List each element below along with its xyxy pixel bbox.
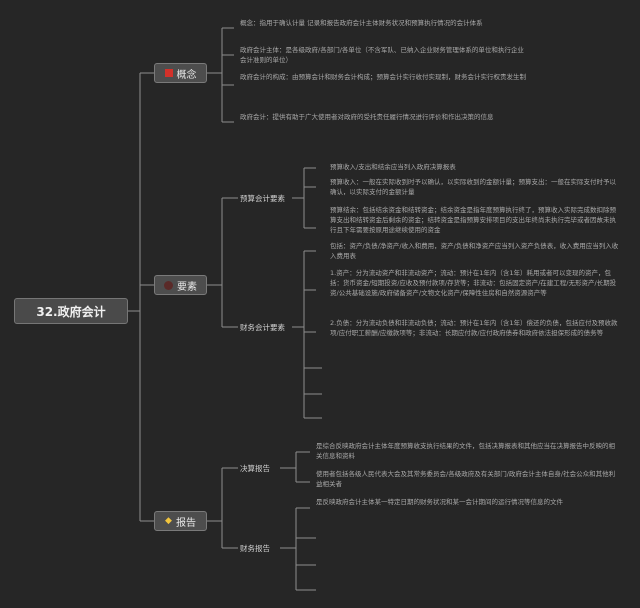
leaf-node[interactable]: 政府会计：提供有助于广大使用者对政府的受托责任履行情况进行评价和作出决策的信息 [240, 113, 494, 121]
connector [280, 451, 310, 483]
leaf-node[interactable]: 1.资产：分为流动资产和非流动资产；流动：预计在1年内（含1年）耗用或者可以变现… [330, 269, 617, 297]
leaf-node[interactable]: 预算结余：包括结余资金和结转资金；结余资金是指年度预算执行终了，预算收入实际完成… [330, 206, 616, 234]
category-label: 概念 [176, 69, 197, 81]
empty-leaf-node[interactable] [330, 413, 331, 423]
connector [292, 250, 322, 419]
category-label: 报告 [175, 517, 196, 529]
empty-leaf-node[interactable] [322, 560, 323, 570]
empty-leaf-node[interactable] [322, 533, 323, 543]
red-square-icon [164, 69, 173, 77]
leaf-node[interactable]: 预算收入：一般在实际收到时予以确认，以实际收到的金额计量；预算支出：一般在实际支… [330, 178, 616, 196]
category-node-elements[interactable]: 要素 [154, 275, 207, 295]
connector [280, 507, 316, 591]
connector [292, 167, 316, 229]
leaf-node[interactable]: 预算收入/支出和结余应当列入政府决算报表 [330, 163, 456, 171]
empty-leaf-node[interactable] [330, 363, 331, 373]
connector [207, 27, 234, 123]
root-label: 32.政府会计 [36, 304, 106, 319]
leaf-node[interactable]: 是综合反映政府会计主体年度预算收支执行结果的文件，包括决算报表和其他应当在决算报… [316, 442, 615, 460]
sub-node-final-report[interactable]: 决算报告 [240, 464, 270, 473]
leaf-node[interactable]: 2.负债：分为流动负债和非流动负债；流动：预计在1年内（含1年）偿还的负债，包括… [330, 319, 618, 337]
connector [207, 197, 238, 328]
sub-node-financial-report[interactable]: 财务报告 [240, 544, 270, 553]
category-node-report[interactable]: ◆ 报告 [154, 511, 207, 531]
sub-node-financial-elements[interactable]: 财务会计要素 [240, 323, 285, 332]
leaf-node[interactable]: 政府会计的构成：由预算会计和财务会计构成；预算会计实行收付实现制，财务会计实行权… [240, 73, 526, 81]
leaf-node[interactable]: 使用者包括各级人民代表大会及其常务委员会/各级政府及有关部门/政府会计主体自身/… [316, 470, 616, 488]
category-node-concept[interactable]: 概念 [154, 63, 207, 83]
leaf-node[interactable]: 是反映政府会计主体某一特定日期的财务状况和某一会计期间的运行情况等信息的文件 [316, 498, 563, 506]
connector [140, 72, 154, 522]
leaf-node[interactable]: 包括：资产/负债/净资产/收入和费用，资产/负债和净资产应当列入资产负债表，收入… [330, 242, 619, 260]
leaf-node[interactable]: 概念：指用于确认计量 记录和报告政府会计主体财务状况和预算执行情况的会计体系 [240, 19, 483, 27]
dark-circle-icon [164, 280, 173, 290]
category-label: 要素 [177, 281, 197, 293]
root-node[interactable]: 32.政府会计 [14, 298, 128, 324]
connector [207, 467, 238, 549]
sub-node-budget-elements[interactable]: 预算会计要素 [240, 194, 285, 203]
empty-leaf-node[interactable] [322, 585, 323, 595]
leaf-node[interactable]: 政府会计主体：是各级政府/各部门/各单位（不含军队、已纳入企业财务管理体系的单位… [240, 46, 524, 64]
empty-leaf-node[interactable] [330, 389, 331, 399]
gem-icon: ◆ [165, 515, 172, 526]
